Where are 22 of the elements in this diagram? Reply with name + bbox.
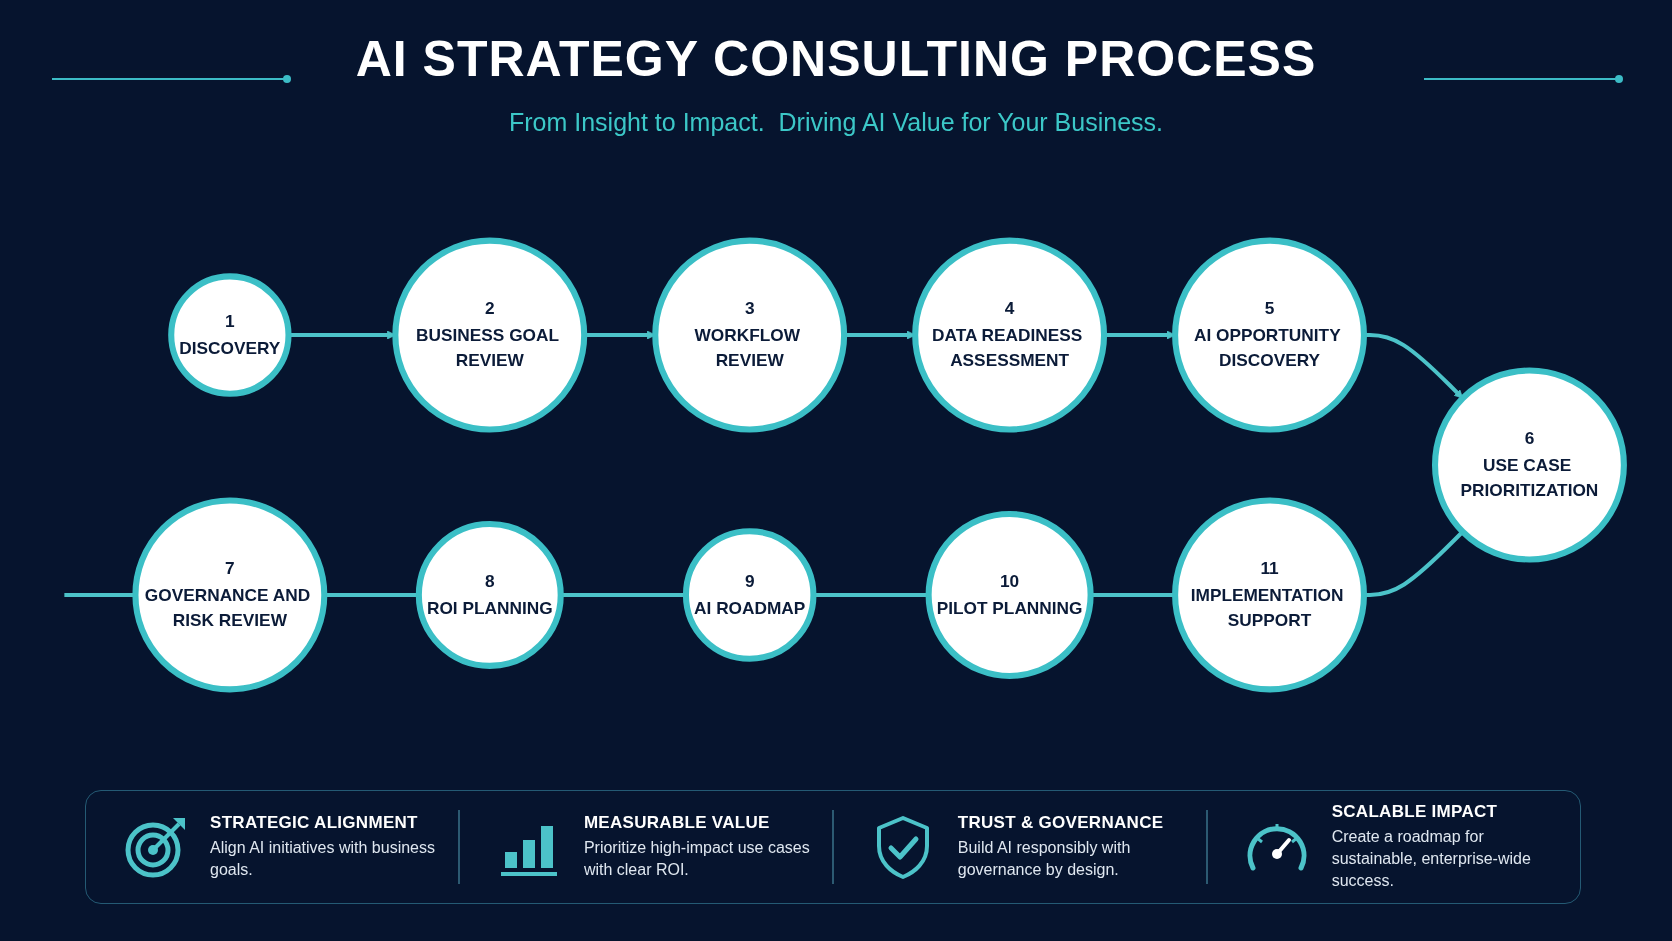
- feature-heading: TRUST & GOVERNANCE: [957, 813, 1164, 833]
- feature-description: Build AI responsibly with governance by design.: [957, 838, 1132, 880]
- node-circle: 4 DATA READINESS ASSESSMENT: [912, 237, 1108, 433]
- node-circle: 6 USE CASE PRIORITIZATION: [1432, 367, 1627, 563]
- feature-description: Create a roadmap for sustainable, enterprise-wide success.: [1331, 827, 1532, 891]
- node-circle: 7 GOVERNANCE AND RISK REVIEW: [132, 497, 328, 693]
- subtitle: From Insight to Impact. Driving AI Value for Your Business.: [509, 108, 1163, 137]
- node-circle: 5 AI OPPORTUNITY DISCOVERY: [1172, 237, 1367, 433]
- node-circle: 9 AI ROADMAP: [682, 528, 817, 662]
- feature-description: Prioritize high-impact use cases with clear ROI.: [583, 838, 811, 880]
- node-circle: 8 ROI PLANNING: [415, 520, 564, 669]
- node-circle: 2 BUSINESS GOAL REVIEW: [392, 237, 588, 433]
- node-circle: 11 IMPLEMENTATION SUPPORT: [1172, 497, 1367, 693]
- feature-heading: MEASURABLE VALUE: [583, 813, 770, 833]
- feature-description: Align AI initiatives with business goals.: [210, 838, 436, 880]
- node-circle: 1 DISCOVERY: [168, 273, 292, 397]
- node-circle: 10 PILOT PLANNING: [925, 510, 1094, 679]
- node-circle: 3 WORKFLOW REVIEW: [652, 237, 848, 433]
- title: AI STRATEGY CONSULTING PROCESS: [355, 30, 1317, 88]
- feature-heading: SCALABLE IMPACT: [1331, 802, 1498, 822]
- feature-heading: STRATEGIC ALIGNMENT: [210, 813, 418, 833]
- connector: [813, 592, 929, 597]
